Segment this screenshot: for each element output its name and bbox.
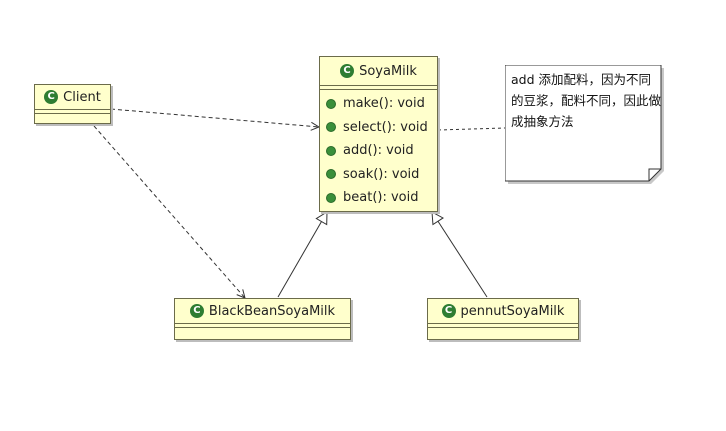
note-shape — [505, 65, 664, 184]
method-add-label: add(): void — [343, 143, 414, 159]
method-select[interactable]: select(): void — [320, 116, 437, 140]
class-soyamilk-method-compartment: make(): void select(): void add(): void … — [320, 89, 437, 214]
generalization-blackbean-soyamilk — [277, 211, 328, 298]
class-c-icon: C — [441, 304, 456, 318]
method-make-label: make(): void — [343, 96, 425, 112]
class-client-name: Client — [63, 89, 101, 105]
method-beat-label: beat(): void — [343, 190, 419, 206]
method-beat[interactable]: beat(): void — [320, 186, 437, 210]
class-c-icon: C — [44, 90, 59, 104]
class-client-method-compartment — [35, 113, 110, 117]
class-soyamilk-attr-compartment — [320, 85, 437, 89]
class-peanut-method-compartment — [428, 327, 578, 331]
class-blackbean-method-compartment — [175, 327, 350, 331]
public-method-icon — [326, 98, 336, 109]
class-c-icon: C — [340, 64, 355, 78]
dependency-client-soyamilk — [110, 108, 319, 127]
class-pennutsoyamilk[interactable]: C pennutSoyaMilk — [427, 298, 579, 340]
public-method-icon — [326, 192, 336, 203]
method-add[interactable]: add(): void — [320, 139, 437, 163]
generalization-peanut-soyamilk — [431, 211, 488, 298]
dependency-client-blackbean — [93, 125, 245, 298]
class-blackbean-name: BlackBeanSoyaMilk — [208, 303, 336, 319]
method-soak-label: soak(): void — [343, 166, 420, 182]
class-peanut-name: pennutSoyaMilk — [460, 303, 565, 319]
public-method-icon — [326, 145, 336, 156]
class-client[interactable]: C Client — [34, 84, 111, 124]
class-client-attr-compartment — [35, 109, 110, 113]
class-blackbeansoyamilk[interactable]: C BlackBeanSoyaMilk — [174, 298, 351, 340]
public-method-icon — [326, 169, 336, 180]
note-anchor-line — [437, 127, 506, 131]
method-make[interactable]: make(): void — [320, 92, 437, 116]
class-soyamilk[interactable]: C SoyaMilk make(): void select(): void a… — [319, 56, 438, 212]
note-text: add 添加配料，因为不同的豆浆，配料不同，因此做成抽象方法 — [511, 72, 662, 129]
class-soyamilk-name: SoyaMilk — [359, 63, 417, 79]
method-soak[interactable]: soak(): void — [320, 163, 437, 187]
method-select-label: select(): void — [343, 119, 428, 135]
class-peanut-attr-compartment — [428, 323, 578, 327]
comment-note[interactable]: add 添加配料，因为不同的豆浆，配料不同，因此做成抽象方法 — [505, 65, 667, 186]
public-method-icon — [326, 122, 336, 133]
class-blackbean-attr-compartment — [175, 323, 350, 327]
class-c-icon: C — [189, 304, 204, 318]
